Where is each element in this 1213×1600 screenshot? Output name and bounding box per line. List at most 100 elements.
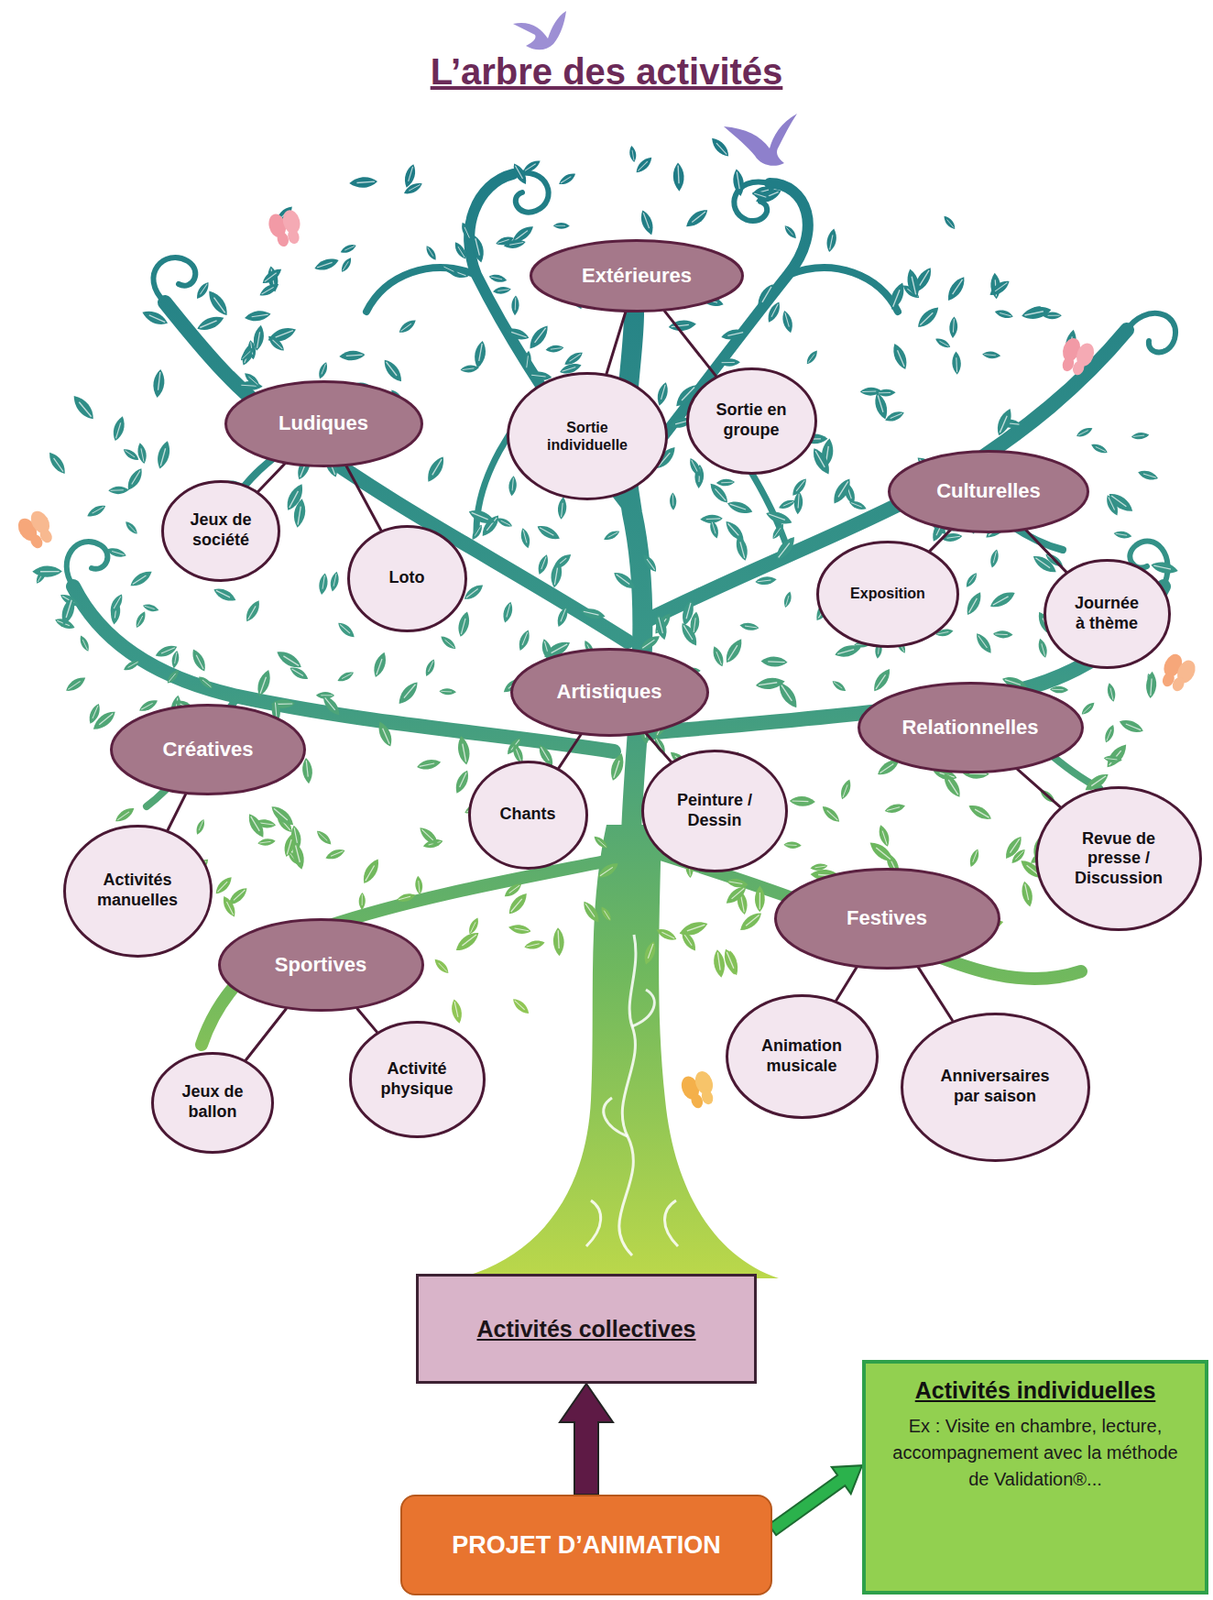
leaf bbox=[884, 408, 907, 424]
category-ellipse: Festives bbox=[774, 867, 1001, 970]
leaf bbox=[655, 925, 679, 943]
leaf bbox=[555, 605, 571, 629]
leaf bbox=[511, 295, 520, 316]
leaf bbox=[85, 502, 108, 519]
branch-connector bbox=[606, 312, 626, 374]
node-label: Sortie individuelle bbox=[536, 418, 638, 454]
leaf bbox=[708, 134, 732, 159]
leaf bbox=[77, 633, 92, 653]
node-label: Peinture / Dessin bbox=[668, 790, 761, 831]
leaf bbox=[507, 475, 517, 497]
leaf bbox=[257, 280, 281, 299]
leaf bbox=[110, 415, 128, 443]
leaf bbox=[432, 956, 451, 976]
block-arrow bbox=[768, 1464, 863, 1535]
butterfly bbox=[678, 1068, 721, 1111]
leaf bbox=[469, 523, 485, 542]
leaf bbox=[933, 336, 951, 350]
leaf bbox=[241, 370, 262, 389]
leaf bbox=[313, 255, 341, 274]
leaf bbox=[669, 491, 678, 511]
leaf bbox=[105, 546, 128, 559]
leaf bbox=[789, 796, 816, 808]
leaf bbox=[501, 601, 515, 624]
leaf bbox=[914, 303, 942, 331]
leaf bbox=[458, 220, 474, 241]
bird bbox=[723, 113, 798, 166]
leaf bbox=[170, 649, 181, 669]
leaf bbox=[653, 613, 670, 642]
leaf bbox=[394, 678, 422, 708]
leaf bbox=[423, 453, 448, 484]
node-label: Extérieures bbox=[581, 263, 692, 288]
leaf bbox=[316, 360, 330, 381]
leaf bbox=[415, 757, 442, 772]
leaf bbox=[32, 565, 63, 577]
leaf bbox=[1074, 425, 1094, 439]
leaf bbox=[562, 349, 585, 368]
leaf bbox=[722, 882, 750, 907]
leaf bbox=[994, 307, 1015, 320]
leaf bbox=[1020, 304, 1053, 322]
leaf bbox=[254, 667, 274, 698]
leaf bbox=[951, 350, 962, 375]
leaf bbox=[1103, 741, 1131, 772]
leaf bbox=[557, 170, 578, 187]
leaf bbox=[1102, 722, 1116, 744]
category-ellipse: Créatives bbox=[109, 703, 306, 796]
activity-circle: Chants bbox=[468, 760, 589, 870]
branch-connector bbox=[645, 732, 671, 762]
leaf bbox=[739, 621, 760, 632]
leaf bbox=[677, 917, 711, 939]
leaf bbox=[780, 309, 796, 335]
leaf bbox=[301, 756, 315, 784]
node-label: Festives bbox=[846, 906, 928, 930]
leaf bbox=[121, 446, 142, 463]
leaf bbox=[641, 939, 658, 966]
node-label: PROJET D’ANIMATION bbox=[451, 1529, 722, 1560]
node-label: Activité physique bbox=[371, 1059, 463, 1099]
leaf bbox=[982, 350, 1002, 360]
leaf bbox=[292, 497, 308, 528]
leaf bbox=[988, 548, 1001, 569]
leaf bbox=[782, 590, 794, 608]
leaf bbox=[775, 678, 801, 711]
leaf bbox=[633, 154, 656, 176]
leaf bbox=[963, 570, 980, 590]
leaf bbox=[242, 598, 263, 624]
leaf bbox=[243, 308, 272, 323]
leaf bbox=[349, 175, 379, 189]
leaf bbox=[804, 349, 820, 367]
leaf bbox=[720, 327, 747, 342]
leaf bbox=[510, 995, 532, 1017]
leaf bbox=[987, 588, 1017, 612]
leaf bbox=[943, 273, 969, 304]
leaf bbox=[789, 476, 809, 499]
leaf bbox=[637, 208, 656, 237]
leaf bbox=[358, 892, 365, 910]
leaf bbox=[456, 610, 473, 638]
leaf bbox=[282, 831, 298, 859]
leaf bbox=[688, 611, 701, 635]
activity-circle: Sortie individuelle bbox=[506, 371, 668, 501]
leaf bbox=[687, 456, 704, 479]
individual-box: Activités individuellesEx : Visite en ch… bbox=[862, 1359, 1209, 1595]
leaf bbox=[962, 590, 984, 618]
leaf bbox=[123, 519, 141, 536]
leaf bbox=[884, 801, 907, 815]
leaf bbox=[502, 238, 527, 251]
node-label: Créatives bbox=[162, 737, 253, 762]
node-label: Activités individuelles bbox=[915, 1376, 1157, 1404]
branch-connector bbox=[665, 311, 717, 376]
leaf bbox=[711, 948, 727, 978]
leaf bbox=[328, 570, 341, 592]
leaf bbox=[601, 528, 621, 543]
leaf bbox=[870, 666, 895, 695]
activity-circle: Animation musicale bbox=[725, 994, 879, 1119]
activity-circle: Revue de presse / Discussion bbox=[1035, 786, 1203, 931]
leaf bbox=[733, 533, 751, 562]
leaf bbox=[64, 674, 88, 695]
branch-connector bbox=[835, 966, 857, 1001]
leaf bbox=[336, 669, 356, 685]
leaf bbox=[872, 391, 891, 421]
